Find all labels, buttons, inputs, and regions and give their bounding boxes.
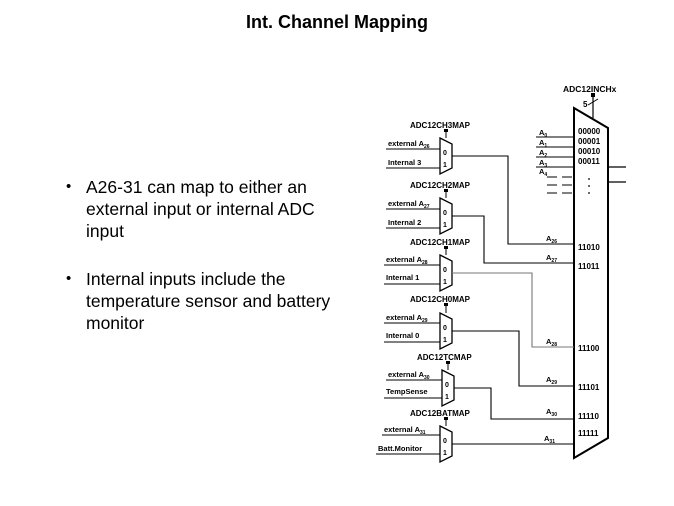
mux-shape [441,368,455,408]
mux-port-0: 0 [443,210,447,217]
mux-port-0: 0 [443,267,447,274]
bullet-dot-icon: • [66,178,72,195]
mux-shape [439,253,453,293]
mux-output-line [452,330,574,387]
mux-port-1: 1 [443,222,447,229]
input-code: 11101 [578,383,600,392]
output-label: A26 [546,234,557,245]
input-code: 00010 [578,147,601,156]
external-input-label: external A30 [388,370,430,381]
mux-adc12ch3map: ADC12CH3MAP external A26 Internal 3 0 1 … [386,121,600,252]
bus-slash [587,98,599,106]
input-code: 00001 [578,137,601,146]
input-code: 11110 [578,412,599,421]
mux-shape [439,196,453,236]
mux-shape [439,136,453,176]
bullet-list: • A26-31 can map to either an external in… [64,176,334,360]
mux-output-line [454,387,574,420]
input-code: 11010 [578,243,600,252]
mux-port-0: 0 [445,382,449,389]
mux-label: ADC12CH2MAP [410,181,471,190]
select-width: 5 [583,100,588,109]
mux-adc12batmap: ADC12BATMAP external A31 Batt.Monitor 0 … [376,409,599,464]
big-mux-label: ADC12INCHx [563,84,617,94]
direct-inputs: A0 00000 A1 00001 A2 00010 A3 00011 A4 [536,127,601,178]
ellipsis-dot [588,185,590,187]
output-label: A31 [544,434,555,445]
mux-port-0: 0 [443,438,447,445]
mux-output-line [452,272,574,348]
input-code: 11011 [578,262,600,271]
direct-input: A1 00001 [536,137,601,149]
output-label: A29 [546,375,557,386]
mux-label: ADC12CH3MAP [410,121,471,130]
direct-input: A3 00011 [536,157,600,169]
bullet-dot-icon: • [66,270,72,287]
input-label: A2 [539,148,547,159]
mux-port-1: 1 [443,279,447,286]
bullet-text: A26-31 can map to either an external inp… [86,177,315,241]
output-label: A30 [546,407,557,418]
mux-port-0: 0 [443,325,447,332]
mux-shape [439,311,453,351]
bullet-item: • A26-31 can map to either an external in… [64,176,334,242]
mux-port-1: 1 [445,394,449,401]
input-code: 00011 [578,157,600,166]
external-input-label: external A28 [386,255,428,266]
internal-input-label: Internal 2 [388,218,421,227]
bullet-text: Internal inputs include the temperature … [86,269,331,333]
output-label: A28 [546,337,557,348]
direct-input: A0 00000 [536,127,601,139]
input-label: A3 [539,158,547,169]
mux-port-1: 1 [443,162,447,169]
mux-label: ADC12TCMAP [417,353,472,362]
input-label: A0 [539,128,547,139]
mux-adc12ch2map: ADC12CH2MAP external A27 Internal 2 0 1 … [386,181,600,271]
bullet-item: • Internal inputs include the temperature… [64,268,334,334]
input-code: 11111 [578,429,599,438]
output-label: A27 [546,253,557,264]
mux-shape [439,424,453,464]
mux-port-1: 1 [443,337,447,344]
input-code: 00000 [578,127,601,136]
mux-label: ADC12BATMAP [410,409,471,418]
ellipsis-dot [588,192,590,194]
mux-port-1: 1 [443,450,447,457]
mux-output-line [452,215,574,264]
internal-input-label: Internal 0 [386,331,419,340]
external-input-label: external A31 [384,425,426,436]
internal-input-label: Internal 1 [386,273,419,282]
mux-output-line [452,155,574,245]
external-input-label: external A29 [386,313,428,324]
mux-adc12ch1map: ADC12CH1MAP external A28 Internal 1 0 1 … [384,238,600,353]
big-mux: ADC12INCHx 5 [547,84,626,460]
select-node [591,93,595,97]
internal-input-label: Internal 3 [388,158,421,167]
direct-input: A4 [539,167,547,178]
mux-label: ADC12CH1MAP [410,238,471,247]
input-label: A1 [539,138,547,149]
external-input-label: external A26 [388,139,430,150]
mux-adc12ch0map: ADC12CH0MAP external A29 Internal 0 0 1 … [384,295,600,392]
ellipsis-dot [588,178,590,180]
page-title: Int. Channel Mapping [246,12,428,32]
internal-input-label: TempSense [386,387,428,396]
input-code: 11100 [578,344,600,353]
mux-adc12tcmap: ADC12TCMAP external A30 TempSense 0 1 A3… [384,353,599,421]
external-input-label: external A27 [388,199,430,210]
internal-input-label: Batt.Monitor [378,444,422,453]
mux-label: ADC12CH0MAP [410,295,471,304]
mux-port-0: 0 [443,150,447,157]
direct-input: A2 00010 [536,147,601,159]
input-label: A4 [539,167,547,178]
